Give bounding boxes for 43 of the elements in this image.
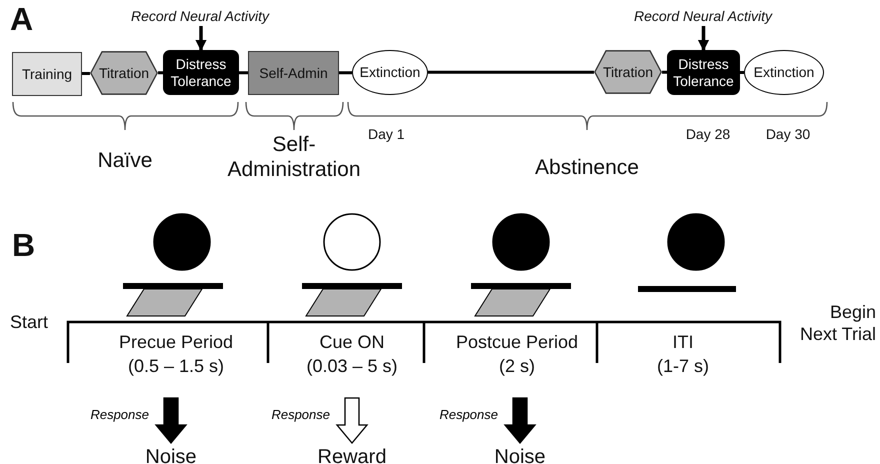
connector-line [740, 71, 744, 74]
period-label: Postcue Period [456, 330, 578, 354]
annotation-text: Record Neural Activity [125, 6, 275, 26]
block-arrow [336, 397, 368, 444]
phase-label: Self- Administration [226, 132, 362, 182]
stage-box: Distress Tolerance [667, 50, 740, 95]
stage-hexagon: Titration [90, 51, 158, 95]
arrow [698, 26, 710, 52]
period-label: Precue Period [118, 330, 234, 354]
stage-box: Training [12, 52, 82, 96]
phase-label: Abstinence [534, 155, 640, 180]
panel-letter: A [10, 0, 34, 38]
connector-line [158, 71, 163, 74]
day-label: Day 1 [368, 126, 406, 143]
duration-label: (1-7 s) [656, 355, 709, 378]
start-label: Start [10, 312, 50, 334]
phase-label: Naïve [96, 148, 154, 174]
period-label: Cue ON [319, 330, 385, 354]
duration-label: (0.5 – 1.5 s) [128, 355, 224, 378]
connector-line [662, 70, 667, 74]
stage-ellipse: Extinction [352, 50, 428, 95]
period-label: ITI [672, 330, 694, 354]
annotation-text: Record Neural Activity [628, 6, 778, 26]
connector-line [239, 71, 248, 74]
day-label: Day 30 [764, 126, 812, 143]
day-label: Day 28 [684, 126, 732, 143]
outcome-label: Noise [131, 445, 211, 464]
block-arrow [504, 397, 536, 444]
connector-line [339, 71, 352, 74]
stage-hexagon: Titration [594, 50, 662, 94]
connector-line [428, 70, 594, 74]
panel-letter: B [12, 226, 36, 264]
outcome-label: Noise [480, 445, 560, 464]
end-label: Begin Next Trial [798, 302, 876, 346]
block-arrow [154, 397, 188, 444]
duration-label: (0.03 – 5 s) [306, 355, 398, 378]
stage-box: Self-Admin [248, 51, 339, 95]
stage-box: Distress Tolerance [163, 50, 239, 95]
outcome-label: Reward [312, 445, 392, 464]
duration-label: (2 s) [499, 355, 535, 378]
arrow [195, 26, 207, 52]
stage-ellipse: Extinction [744, 50, 824, 95]
connector-line [82, 72, 90, 75]
